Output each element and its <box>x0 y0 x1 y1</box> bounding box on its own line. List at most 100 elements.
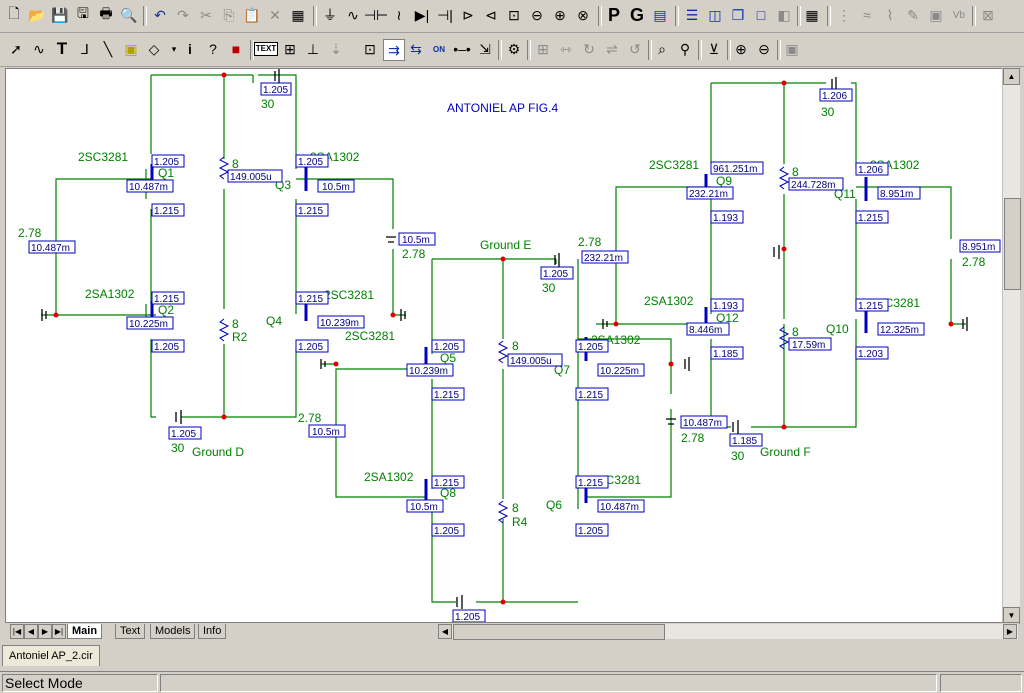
analysis-icon[interactable]: ⊻ <box>708 40 720 57</box>
redo-icon[interactable]: ↷ <box>177 6 189 23</box>
svg-text:Q10: Q10 <box>826 322 849 336</box>
vertical-scrollbar[interactable]: ▲ ▼ <box>1002 68 1021 624</box>
group-icon[interactable]: ⊞ <box>537 40 549 57</box>
calculator-icon[interactable]: ▦ <box>805 6 819 23</box>
voltage-icon[interactable]: ⇣ <box>330 40 342 57</box>
show-voltages-icon[interactable]: ⇉ <box>383 39 405 61</box>
window-icon[interactable]: ▤ <box>653 6 667 23</box>
attribute-icon[interactable]: ⊞ <box>284 40 296 57</box>
tab-main[interactable]: Main <box>67 624 103 639</box>
tab-models[interactable]: Models <box>150 624 196 639</box>
switch-icon[interactable]: ⊡ <box>508 6 520 23</box>
next-tab-icon[interactable]: ▶ <box>38 624 52 639</box>
zoom-out-icon[interactable]: ⊖ <box>758 40 770 57</box>
pin-arrow-icon[interactable]: ⇲ <box>479 40 491 57</box>
schematic-canvas[interactable]: ANTONIEL AP FIG.4 Ground D Ground E Grou… <box>5 68 1004 624</box>
svg-text:2.78: 2.78 <box>298 411 322 425</box>
print-preview-icon[interactable]: 🔍 <box>120 6 138 23</box>
find-icon[interactable]: ⌕ <box>658 40 666 57</box>
paste-icon[interactable]: 📋 <box>243 6 261 23</box>
tab-info[interactable]: Info <box>198 624 227 639</box>
svg-text:8: 8 <box>512 339 519 353</box>
capacitor-icon[interactable]: ⊣⊢ <box>363 6 389 23</box>
diode-icon[interactable]: ▶| <box>414 6 430 23</box>
text-toggle-button[interactable]: TEXT <box>253 39 279 59</box>
net-icon[interactable]: ⊡ <box>364 40 376 57</box>
flip-icon[interactable]: ⇿ <box>560 40 572 57</box>
info-icon[interactable]: i <box>188 41 192 57</box>
resistor-icon[interactable]: ∿ <box>347 6 359 23</box>
rotate-icon[interactable]: ↻ <box>583 40 595 57</box>
horizontal-scrollbar[interactable]: ◀ ▶ <box>438 624 1018 640</box>
shapes-icon[interactable]: ◇ <box>148 40 160 57</box>
show-currents-icon[interactable]: ⇆ <box>410 40 422 57</box>
cut-icon[interactable]: ✂ <box>200 6 212 23</box>
prev-tab-icon[interactable]: ◀ <box>24 624 38 639</box>
on-button[interactable]: ON <box>433 44 445 54</box>
svg-text:1.193: 1.193 <box>713 301 738 312</box>
mirror-icon[interactable]: ⇌ <box>606 40 618 57</box>
wire-icon[interactable]: ∿ <box>33 40 45 57</box>
steps-icon[interactable]: ⌇ <box>886 6 894 23</box>
opamp-icon[interactable]: ⊳ <box>462 6 474 23</box>
last-tab-icon[interactable]: ▶| <box>52 624 66 639</box>
save-all-icon[interactable]: 🖫 <box>77 5 89 21</box>
binoculars-icon[interactable]: ⚲ <box>679 40 691 57</box>
tab-text[interactable]: Text <box>115 624 146 639</box>
camera-icon[interactable]: ▣ <box>785 40 799 57</box>
stop-icon[interactable]: ■ <box>231 41 241 57</box>
save-icon[interactable]: 💾 <box>51 6 69 23</box>
delete-icon[interactable]: ✕ <box>269 6 281 23</box>
print-icon[interactable]: 🖶 <box>99 5 113 21</box>
svg-text:10.5m: 10.5m <box>312 427 340 438</box>
first-tab-icon[interactable]: |◀ <box>10 624 24 639</box>
document-tab[interactable]: Antoniel AP_2.cir <box>2 645 100 666</box>
copy-icon[interactable]: ⎘ <box>223 6 235 23</box>
vb-icon[interactable]: Vb <box>952 9 966 21</box>
g-button[interactable]: G <box>629 4 644 25</box>
node-icon[interactable]: ⊗ <box>577 6 589 23</box>
ground-f-label: Ground F <box>760 445 811 459</box>
status-pane-right <box>940 674 1022 692</box>
text-tool-icon[interactable]: T <box>56 39 68 58</box>
line-diag-icon[interactable]: ╲ <box>103 40 113 57</box>
select-arrow-icon[interactable]: ➚ <box>10 40 22 57</box>
properties-icon[interactable]: ⚙ <box>507 40 521 57</box>
open-file-icon[interactable]: 📂 <box>28 6 46 23</box>
scroll-right-icon[interactable]: ▶ <box>1003 624 1017 639</box>
vertical-scroll-thumb[interactable] <box>1004 198 1021 290</box>
line-ortho-icon[interactable]: ⅃ <box>81 40 89 57</box>
undo-icon[interactable]: ↶ <box>154 6 166 23</box>
transistor-icon[interactable]: ⊲ <box>485 6 497 23</box>
cascade-icon[interactable]: ❐ <box>731 6 745 23</box>
dropdown-icon[interactable]: ▾ <box>171 43 177 54</box>
grid-icon[interactable]: ⋮ <box>837 6 851 23</box>
zoom-in-icon[interactable]: ⊕ <box>735 40 747 57</box>
rotate-left-icon[interactable]: ↺ <box>629 40 641 57</box>
new-file-icon[interactable]: 🗋 <box>8 5 20 21</box>
component-icon[interactable]: ▣ <box>124 40 138 57</box>
schematic-title: ANTONIEL AP FIG.4 <box>447 101 558 115</box>
scroll-up-icon[interactable]: ▲ <box>1003 68 1020 85</box>
svg-text:1.205: 1.205 <box>298 342 323 353</box>
select-all-icon[interactable]: ▦ <box>291 6 305 23</box>
ground-icon[interactable]: ⏚ <box>323 7 337 23</box>
battery-icon[interactable]: ⊣| <box>437 6 453 23</box>
maximize-icon[interactable]: □ <box>756 7 766 23</box>
inductor-icon[interactable]: ≀ <box>396 6 402 23</box>
node-line-icon[interactable]: •–• <box>453 41 471 57</box>
probe-icon[interactable]: ⊖ <box>531 6 543 23</box>
zoom-fit-icon[interactable]: ⊠ <box>982 6 994 23</box>
source-icon[interactable]: ⊕ <box>554 6 566 23</box>
split-icon[interactable]: ◧ <box>777 6 791 23</box>
p-button[interactable]: P <box>607 4 620 25</box>
pin-icon[interactable]: ⊥ <box>306 40 320 57</box>
tile-vertical-icon[interactable]: ◫ <box>708 6 722 23</box>
wave-icon[interactable]: ≈ <box>863 7 871 23</box>
scroll-left-icon[interactable]: ◀ <box>438 624 452 639</box>
tile-horizontal-icon[interactable]: ☰ <box>685 6 699 23</box>
image-icon[interactable]: ▣ <box>929 6 943 23</box>
pencil-icon[interactable]: ✎ <box>907 6 919 23</box>
horizontal-scroll-thumb[interactable] <box>453 624 665 640</box>
help-icon[interactable]: ? <box>209 41 217 57</box>
